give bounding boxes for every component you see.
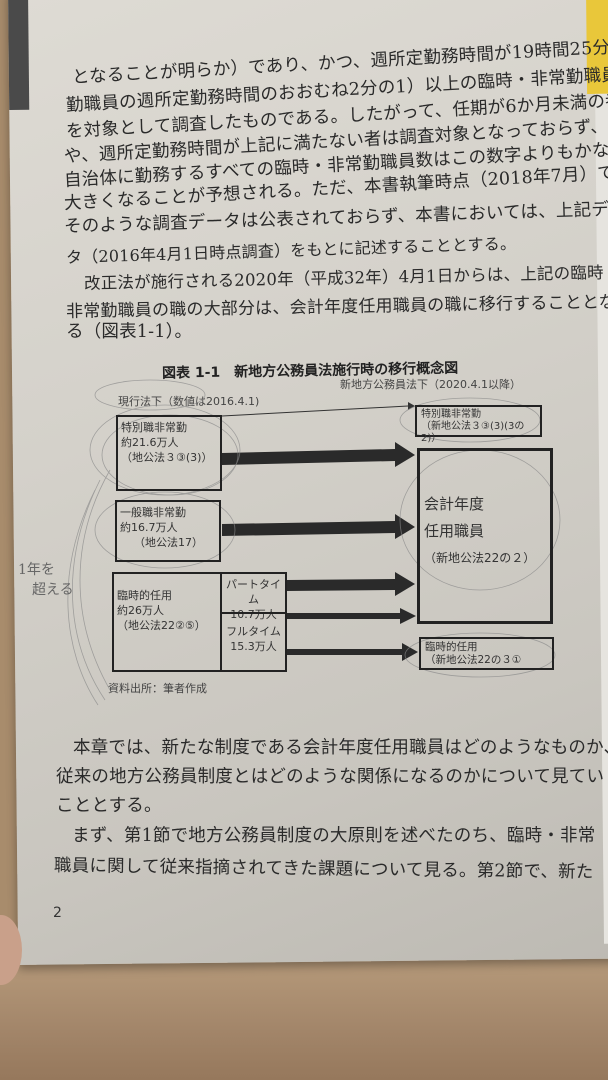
box-law: （新地公法３③(3)(3の2)） — [421, 421, 525, 444]
box-law: （地公法22②⑤） — [117, 619, 206, 632]
box-part: パートタイム 10.7万人 — [220, 572, 287, 621]
arrow-full-to-kaikei — [287, 608, 416, 624]
handwritten-line: 超える — [32, 582, 74, 598]
box-law: （新地公法22の３① — [425, 654, 522, 666]
arrow-part — [287, 572, 415, 596]
box-label: 会計年度 — [424, 495, 485, 513]
text-line: る（図表1-1）。 — [66, 322, 193, 342]
box-count: 約16.7万人 — [120, 521, 178, 534]
box-rinji: 臨時的任用 約26万人 （地公法22②⑤） — [112, 572, 222, 672]
box-label: 臨時的任用 — [425, 641, 478, 653]
box-label: 特別職非常勤 — [121, 421, 187, 434]
box-count: 15.3万人 — [230, 640, 277, 653]
box-label: 一般職非常勤 — [120, 506, 186, 519]
right-header: 新地方公務員法下（2020.4.1以降） — [340, 378, 521, 391]
box-count: 約21.6万人 — [121, 436, 179, 449]
handwritten-line: 1年を — [18, 562, 55, 578]
box-kaikei: 会計年度 任用職員 （新地公法22の２） — [417, 448, 553, 624]
box-ippan: 一般職非常勤 約16.7万人 （地公法17） — [115, 500, 221, 562]
figure-source: 資料出所：筆者作成 — [108, 682, 207, 695]
arrows-layer — [67, 379, 561, 706]
box-law: （新地公法22の２） — [424, 551, 536, 565]
left-header: 現行法下（数値は2016.4.1) — [118, 395, 260, 408]
pencil-scribbles — [67, 379, 561, 706]
wooden-table — [0, 950, 608, 1080]
text-line: 本章では、新たな制度である会計年度任用職員はどのようなものか、 — [73, 738, 608, 758]
box-tokubetsu: 特別職非常勤 約21.6万人 （地公法３③(3)） — [116, 415, 222, 491]
thin-arrow-head — [408, 402, 415, 410]
box-full: フルタイム 15.3万人 — [220, 612, 287, 672]
box-label: 任用職員 — [424, 522, 485, 540]
arrow-full-to-rinji — [287, 643, 418, 661]
box-new-rinji: 臨時的任用 （新地公法22の３① — [419, 637, 554, 670]
text-line: 従来の地方公務員制度とはどのような関係になるのかについて見てい — [56, 767, 605, 787]
arrow-tokubetsu — [222, 442, 415, 467]
thin-arrow-line — [221, 405, 409, 417]
page-number: 2 — [53, 905, 62, 921]
box-law: （地公法３③(3)） — [121, 451, 213, 464]
text-line: まず、第1節で地方公務員制度の大原則を述べたのち、臨時・非常 — [72, 826, 596, 846]
box-label: 特別職非常勤 — [421, 409, 481, 420]
box-label: 臨時的任用 — [117, 589, 172, 602]
box-count: 10.7万人 — [230, 608, 277, 621]
handwritten-note: 1年を 超える — [18, 560, 78, 600]
box-new-tokubetsu: 特別職非常勤 （新地公法３③(3)(3の2)） — [415, 405, 542, 444]
text-line: こととする。 — [56, 796, 162, 816]
box-law: （地公法17） — [134, 536, 203, 549]
box-count: 約26万人 — [117, 604, 164, 617]
box-label: フルタイム — [226, 625, 281, 638]
finger — [0, 915, 22, 985]
arrow-ippan — [222, 514, 415, 539]
box-label: パートタイム — [226, 578, 281, 606]
